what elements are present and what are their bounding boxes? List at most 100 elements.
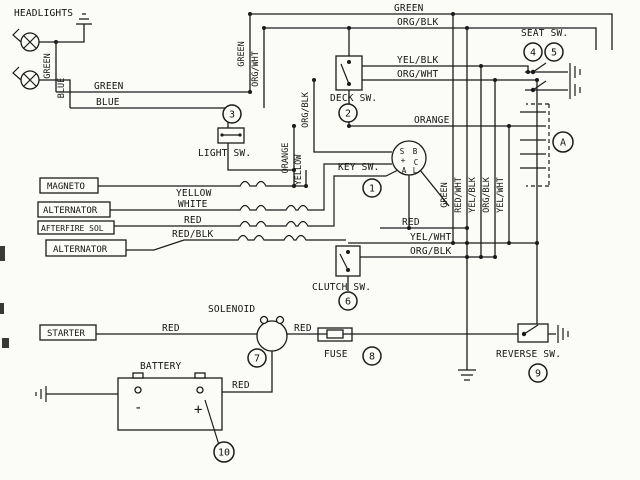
lamp-green-wire-label: GREEN — [43, 53, 53, 79]
ground-icon — [557, 325, 569, 343]
key-terminal-a: A — [402, 166, 407, 175]
seat-switch-symbol — [530, 62, 547, 93]
callout-2: 2 — [338, 103, 358, 123]
key-terminal-c: C — [414, 158, 419, 167]
key-terminal-b: B — [413, 147, 418, 156]
svg-text:2: 2 — [345, 109, 351, 120]
wire-label-headlight-green: GREEN — [94, 81, 124, 92]
starter-label: STARTER — [47, 329, 86, 339]
light-switch-symbol — [217, 127, 245, 144]
magneto-label: MAGNETO — [47, 182, 85, 192]
wire-label-orgwht: ORG/WHT — [397, 69, 439, 80]
callout-4: 4 — [523, 42, 543, 62]
key-terminal-s: S — [400, 147, 405, 156]
reverse-switch-symbol — [517, 323, 549, 343]
wire-label-yellow: YELLOW — [176, 188, 212, 199]
wire-label-red-starter: RED — [162, 323, 180, 334]
wire-label-green-right: GREEN — [440, 182, 450, 208]
svg-text:5: 5 — [551, 48, 557, 59]
ground-icon — [35, 386, 47, 402]
battery-neg-terminal: - — [134, 400, 142, 416]
callout-7: 7 — [247, 348, 267, 368]
alternator-2-label: ALTERNATOR — [53, 245, 108, 255]
solenoid-label: SOLENOID — [208, 304, 255, 315]
scan-artifacts — [0, 246, 9, 348]
ground-symbols — [35, 13, 581, 402]
ground-icon — [76, 13, 92, 25]
wire-label-red-key: RED — [402, 217, 420, 228]
deck-sw-label: DECK SW. — [330, 93, 377, 104]
seat-sw-label: SEAT SW. — [521, 28, 568, 39]
deck-switch-symbol — [335, 55, 363, 91]
svg-text:7: 7 — [254, 354, 260, 365]
wire-label-orgblk-vert: ORG/BLK — [301, 91, 311, 128]
wire-label-orgblk-top: ORG/BLK — [397, 17, 439, 28]
wire-label-yelwht-mid: YEL/WHT — [410, 232, 452, 243]
headlights-label: HEADLIGHTS — [14, 8, 73, 19]
wire-label-yelblk-right: YEL/BLK — [468, 176, 478, 213]
svg-text:8: 8 — [369, 352, 375, 363]
wire-label-orange: ORANGE — [414, 115, 450, 126]
alternator-1-label: ALTERNATOR — [43, 206, 98, 216]
battery-label: BATTERY — [140, 361, 182, 372]
key-switch-symbol: S B + C A L — [391, 140, 427, 176]
svg-text:A: A — [560, 138, 566, 149]
svg-text:6: 6 — [345, 297, 351, 308]
wire-label-redblk: RED/BLK — [172, 229, 214, 240]
wire-label-green-top: GREEN — [394, 3, 424, 14]
battery-pos-terminal: + — [194, 402, 202, 418]
svg-text:1: 1 — [369, 184, 375, 195]
solenoid-symbol — [256, 315, 288, 352]
ground-icon — [458, 369, 476, 381]
battery-symbol: - + — [117, 372, 223, 431]
wire-label-green-vert: GREEN — [237, 41, 247, 67]
ground-icon — [569, 63, 581, 81]
fuse-label: FUSE — [324, 349, 348, 360]
key-terminal-l: L — [413, 166, 418, 175]
alternator-box-2: ALTERNATOR — [45, 239, 127, 257]
lamp-blue-wire-label: BLUE — [57, 78, 67, 98]
clutch-switch-symbol — [335, 245, 361, 277]
wire-label-headlight-blue: BLUE — [96, 97, 120, 108]
key-sw-label: KEY SW. — [338, 162, 379, 173]
callout-10: 10 — [213, 441, 235, 463]
ground-icon — [569, 81, 581, 99]
wire-label-orgwht-vert: ORG/WHT — [251, 51, 261, 87]
callout-9: 9 — [528, 363, 548, 383]
junction-dots — [54, 12, 539, 259]
alternator-box-1: ALTERNATOR — [37, 201, 111, 218]
svg-text:4: 4 — [530, 48, 536, 59]
callout-1: 1 — [362, 178, 382, 198]
afterfire-sol-box: AFTERFIRE SOL — [37, 220, 115, 235]
callout-5: 5 — [544, 42, 564, 62]
svg-text:3: 3 — [229, 110, 235, 121]
svg-text:10: 10 — [218, 448, 230, 459]
callout-6: 6 — [338, 291, 358, 311]
wire-label-orgblk-right: ORG/BLK — [482, 176, 492, 213]
callout-A: A — [552, 131, 574, 153]
wire-label-redwht-right: RED/WHT — [454, 177, 464, 213]
wire-label-yelblk: YEL/BLK — [397, 55, 439, 66]
wire-label-red-fuse: RED — [294, 323, 312, 334]
starter-box: STARTER — [39, 324, 97, 341]
headlight-symbols — [12, 28, 40, 90]
reverse-sw-label: REVERSE SW. — [496, 349, 561, 360]
connector-a-bracket — [526, 103, 550, 187]
wire-label-white: WHITE — [178, 199, 208, 210]
clutch-sw-label: CLUTCH SW. — [312, 282, 371, 293]
callout-3: 3 — [222, 104, 242, 124]
wire-label-yelwht-right: YEL/WHT — [496, 177, 506, 213]
wire-label-red-battery: RED — [232, 380, 250, 391]
wire-label-yellow-vert: YELLOW — [294, 154, 304, 186]
fuse-symbol — [317, 327, 353, 342]
svg-text:9: 9 — [535, 369, 541, 380]
callout-10-pointer — [204, 399, 220, 446]
wire-label-orange-vert: ORANGE — [281, 143, 291, 174]
callout-8: 8 — [362, 346, 382, 366]
afterfire-sol-label: AFTERFIRE SOL — [41, 224, 104, 233]
key-terminal-plus: + — [401, 156, 406, 165]
wire-label-orgblk-mid: ORG/BLK — [410, 246, 452, 257]
wire-label-red-afterfire: RED — [184, 215, 202, 226]
